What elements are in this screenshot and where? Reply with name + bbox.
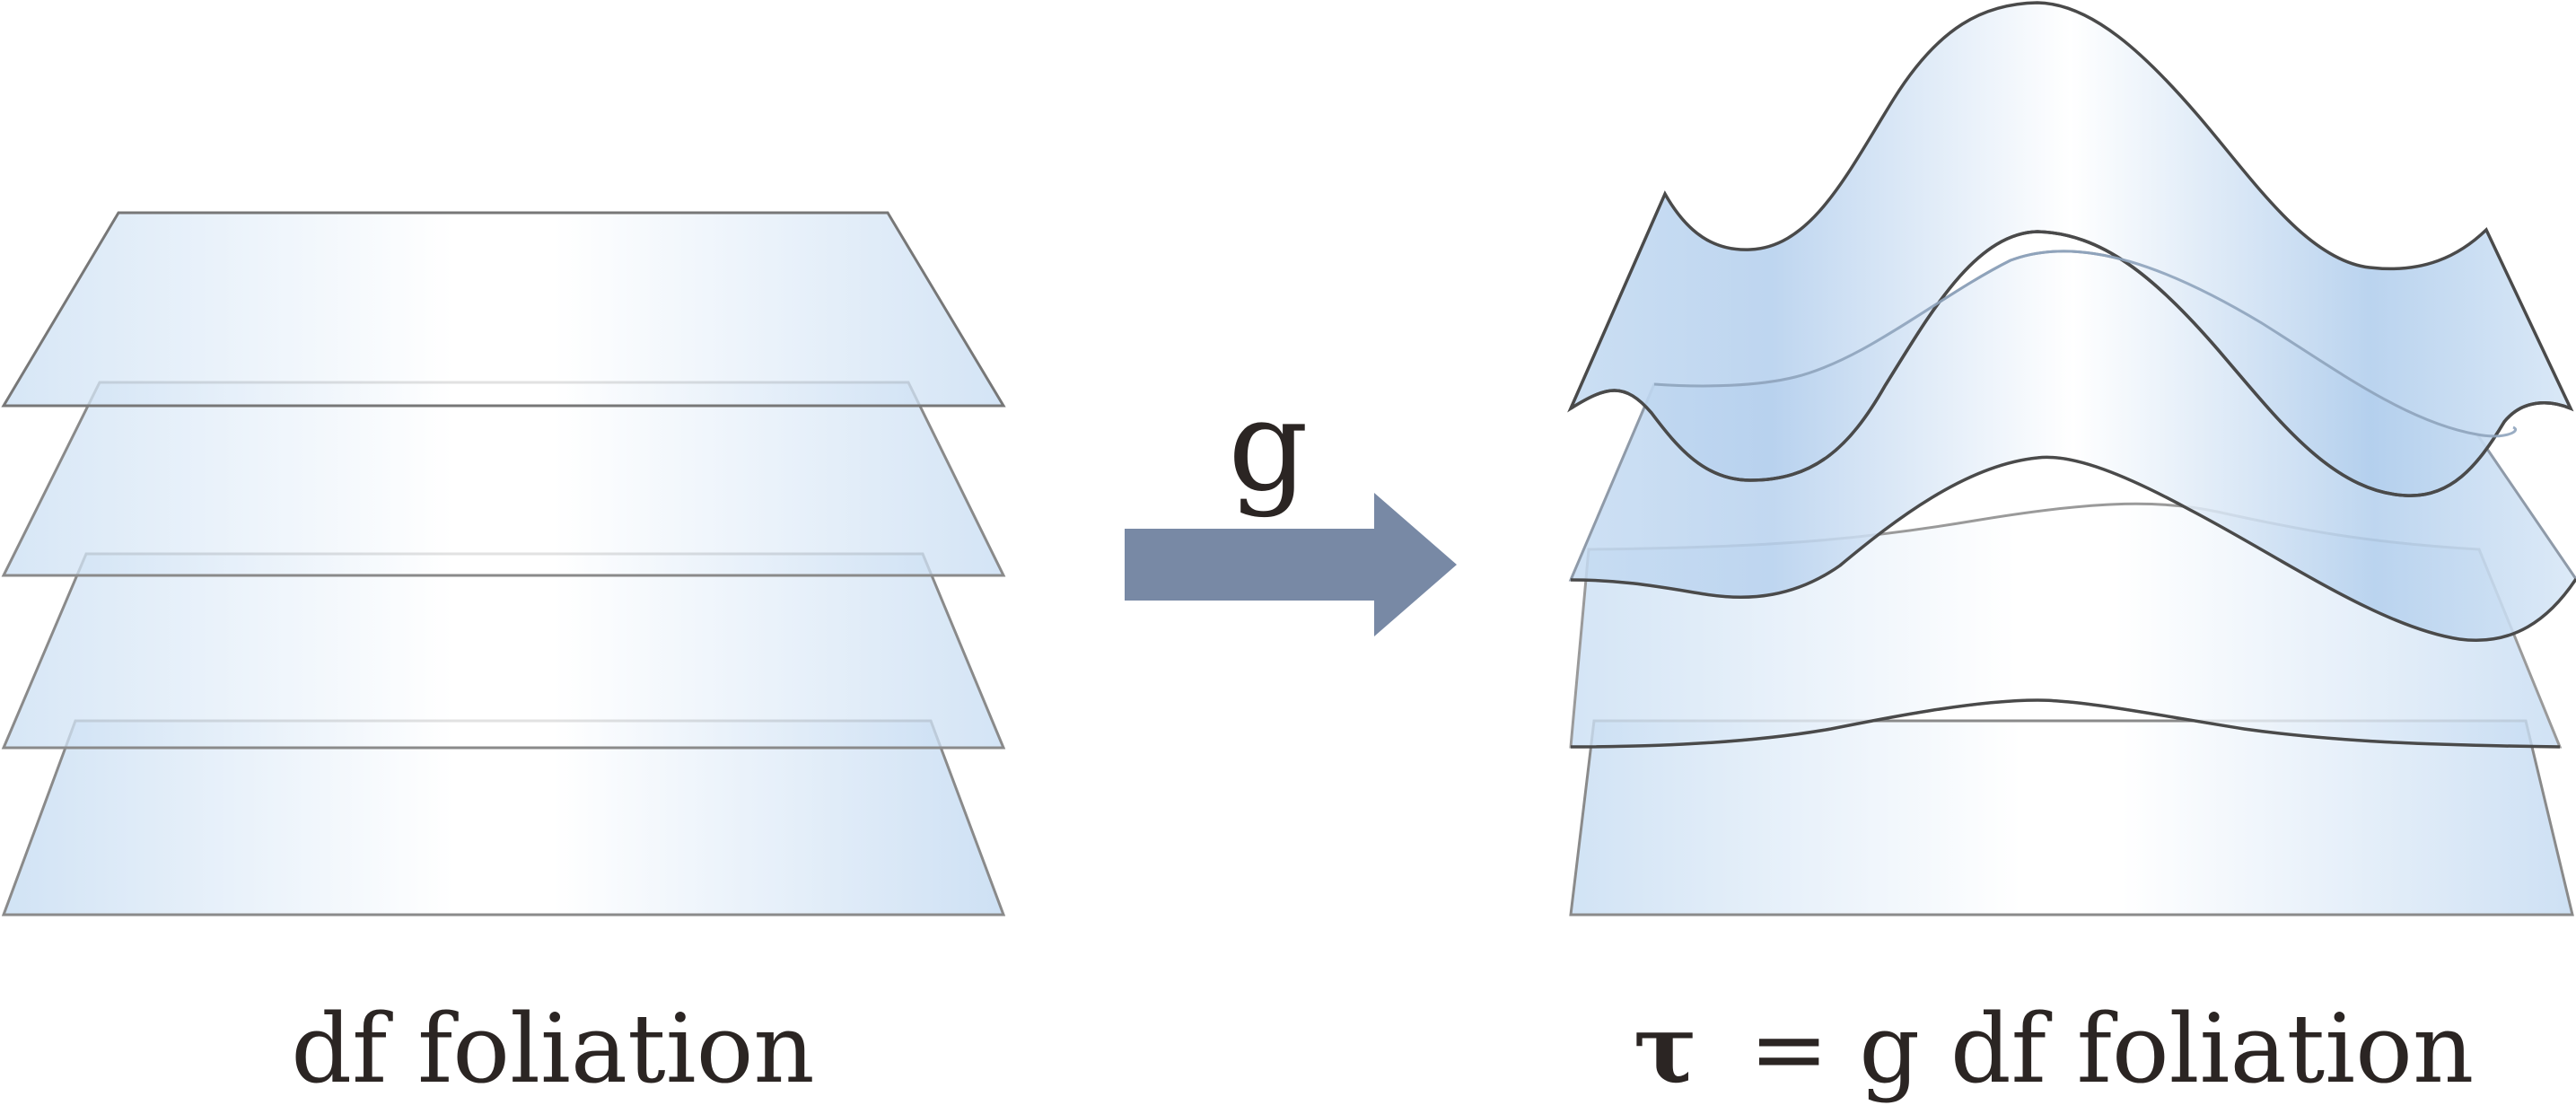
deformed-foliation [1567, 1, 2576, 917]
deformed-sheet-1-back-edge [1570, 230, 2572, 497]
transform-arrow: g [1125, 373, 1457, 636]
flat-sheet-3 [1, 552, 1006, 750]
flat-sheet-2 [1, 381, 1006, 577]
deformed-sheet-2-ridge [1653, 250, 2517, 438]
deformed-sheet-2-crest [1570, 455, 2576, 642]
tau-symbol: τ [1634, 992, 1697, 1104]
arrow-label: g [1228, 373, 1309, 520]
left-caption: df foliation [291, 994, 814, 1104]
flat-foliation [1, 211, 1006, 917]
arrow-shape [1125, 493, 1457, 636]
deformed-sheet-4 [1569, 719, 2574, 917]
flat-sheet-4 [1, 719, 1006, 917]
deformed-sheet-3-crest [1570, 698, 2561, 749]
right-caption: τ = g df foliation [1634, 992, 2475, 1104]
flat-sheet-1 [1, 211, 1006, 408]
right-caption-rest: = g df foliation [1749, 994, 2474, 1104]
